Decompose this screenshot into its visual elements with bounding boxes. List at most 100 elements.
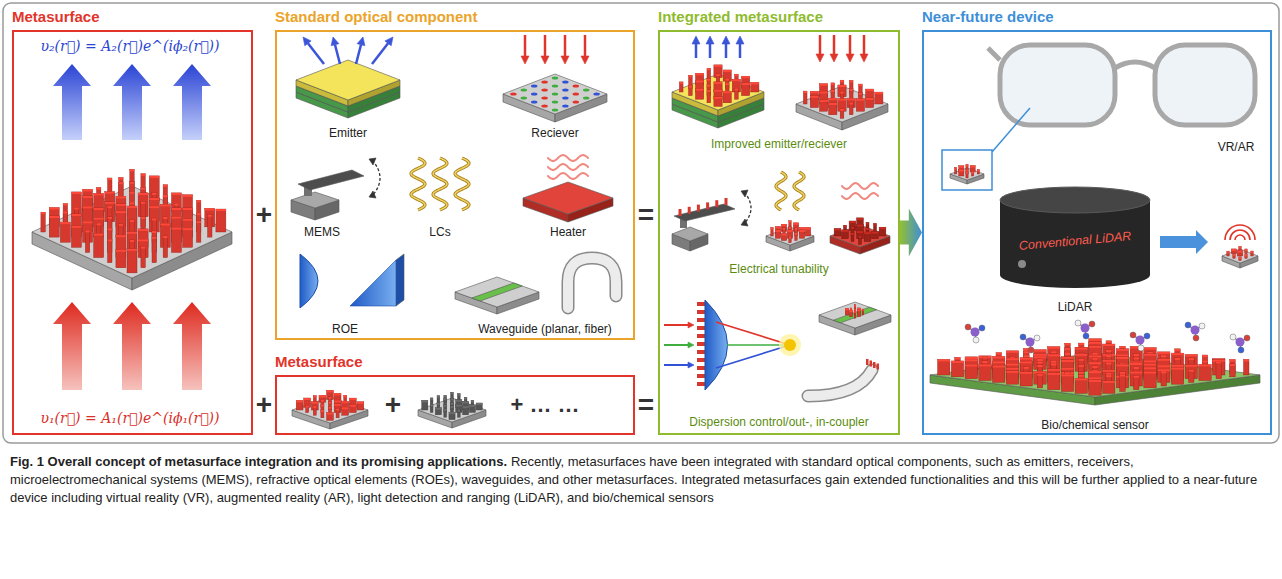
lc-helix xyxy=(455,158,469,210)
nanopillar-top xyxy=(840,92,844,94)
nanopillar-top xyxy=(1134,354,1140,356)
nanopillar-top xyxy=(1239,257,1241,259)
nanopillar xyxy=(163,236,167,258)
nanopillar-top xyxy=(725,83,729,85)
nanopillar-top xyxy=(993,356,1005,358)
nanopillar-top xyxy=(444,409,447,411)
received-light-arrow-head xyxy=(816,54,824,62)
nanopillar xyxy=(795,233,797,241)
nanopillar-top xyxy=(965,364,977,366)
lc-helix xyxy=(794,172,804,210)
nanopillar-top xyxy=(844,225,847,227)
nanopillar-top xyxy=(1092,358,1098,360)
pixel-dot xyxy=(552,101,558,104)
label-anchor: = xyxy=(638,199,654,231)
component-label: ROE xyxy=(332,322,358,336)
nanopillar xyxy=(697,310,705,314)
metasurface-stack-illustration xyxy=(292,390,486,429)
integration-label: Electrical tunability xyxy=(729,262,828,276)
nanopillar xyxy=(1120,374,1126,391)
nanopillar-top xyxy=(1216,361,1222,363)
nanopillar-top xyxy=(296,400,303,402)
nanopillar-top xyxy=(834,229,841,231)
nanopillar xyxy=(966,172,968,178)
nanopillar-top xyxy=(982,361,988,363)
nanopillar-top xyxy=(1089,380,1101,382)
nanopillar xyxy=(697,326,705,330)
nanopillar-top xyxy=(689,75,693,77)
nanopillar-top xyxy=(160,223,170,225)
component-label: Waveguide (planar, fiber) xyxy=(478,322,612,336)
nanopillar-top xyxy=(163,185,167,187)
molecule-atom xyxy=(1244,335,1250,341)
nanopillar-top xyxy=(1130,363,1142,365)
nanopillar-top xyxy=(1231,249,1236,251)
nanopillar-top xyxy=(1006,371,1018,373)
prism xyxy=(350,260,396,306)
nanopillar xyxy=(955,168,957,174)
nanopillar xyxy=(1037,374,1043,388)
nanopillar-top xyxy=(977,169,979,171)
nanopillar xyxy=(127,249,137,273)
nanopillar-top xyxy=(695,73,703,75)
nanopillar-top xyxy=(451,398,454,400)
nanopillar xyxy=(715,200,718,207)
nanopillar xyxy=(1134,376,1140,390)
nanopillar-top xyxy=(1089,377,1101,379)
nanopillar xyxy=(430,404,433,412)
pixel-dot xyxy=(531,93,537,96)
nanopillar-top xyxy=(451,403,454,405)
focused-ray xyxy=(716,345,790,368)
nanopillar xyxy=(1103,381,1115,393)
nanopillar-top xyxy=(1144,348,1156,350)
nanopillar-top xyxy=(879,227,886,229)
nanopillar-top xyxy=(1116,349,1128,351)
nanopillar-top xyxy=(469,405,475,407)
molecule-atom xyxy=(1138,345,1144,351)
nanopillar-top xyxy=(196,200,200,202)
molecule-atom xyxy=(979,325,985,331)
molecule-atom xyxy=(1199,323,1205,329)
nanopillar xyxy=(787,230,792,238)
nanopillar-top xyxy=(966,164,968,166)
nanopillar-top xyxy=(1171,365,1183,367)
nanopillar-top xyxy=(1024,367,1030,369)
nanopillar xyxy=(859,236,862,245)
nanopillar-top xyxy=(83,206,93,208)
nanopillar-top xyxy=(857,309,861,311)
lc-substrate-top xyxy=(766,227,814,245)
molecule-atom xyxy=(1034,335,1040,341)
mems-cantilever xyxy=(298,170,364,190)
nanopillar xyxy=(688,207,691,214)
motion-arrow-head xyxy=(369,158,376,165)
label-anchor: υ₁(r⃗) = A₁(r⃗)e^(iϕ₁(r⃗)) xyxy=(40,409,219,427)
nanopillar-top xyxy=(1048,354,1060,356)
nanopillar-top xyxy=(108,217,112,219)
nanopillar-top xyxy=(1189,370,1195,372)
nanopillar-top xyxy=(851,227,854,229)
label-anchor: MEMS xyxy=(304,222,340,240)
nanopillar-top xyxy=(819,100,827,102)
nanopillar-top xyxy=(1089,371,1101,373)
lc-helix-highlight xyxy=(455,158,469,210)
nanopillar-top xyxy=(163,195,167,197)
nanopillar-top xyxy=(1048,347,1060,349)
nanopillar-top xyxy=(849,310,853,312)
nanopillar-top xyxy=(1106,355,1112,357)
label-anchor: Electrical tunability xyxy=(729,259,828,277)
nanopillar-top xyxy=(803,91,807,93)
molecule-atom xyxy=(1193,335,1199,341)
field-equation: υ₂(r⃗) = A₂(r⃗)e^(iϕ₂(r⃗)) xyxy=(40,38,219,54)
label-anchor: υ₂(r⃗) = A₂(r⃗)e^(iϕ₂(r⃗)) xyxy=(40,37,219,55)
nanopillar-top xyxy=(1024,355,1030,357)
nanopillar xyxy=(1245,254,1247,258)
pixel-dot xyxy=(541,89,547,92)
nanopillar xyxy=(319,395,326,402)
nanopillar-top xyxy=(872,232,879,234)
nanopillar xyxy=(879,227,886,236)
nanopillar-top xyxy=(795,233,797,235)
nanopillar-top xyxy=(1103,354,1115,356)
nanopillar-top xyxy=(829,98,837,100)
lc-helix-highlight xyxy=(794,172,804,210)
nanopillar xyxy=(171,227,181,252)
